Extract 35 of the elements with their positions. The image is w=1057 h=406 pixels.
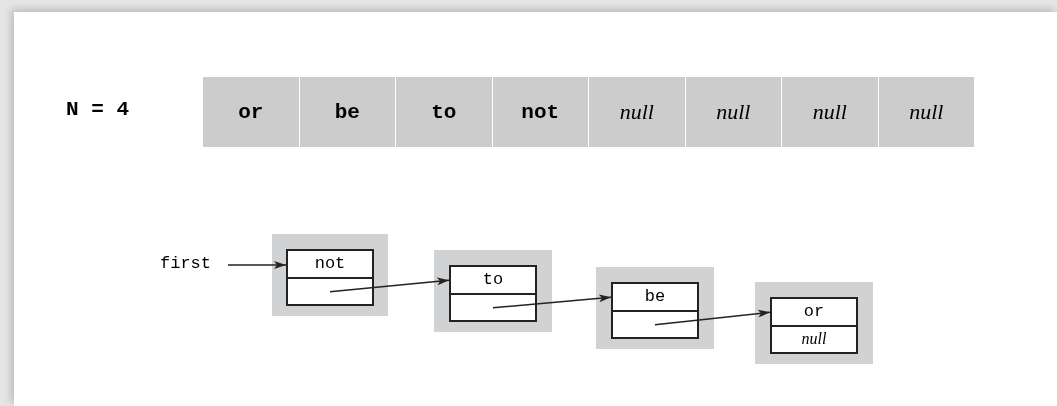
array-item: be bbox=[334, 100, 360, 124]
array-cell bbox=[299, 77, 395, 147]
arrow bbox=[492, 294, 612, 309]
arrow bbox=[654, 309, 771, 326]
arrow bbox=[329, 277, 450, 293]
array-cell bbox=[685, 77, 781, 147]
list-node bbox=[770, 297, 858, 354]
item-value: or bbox=[803, 302, 825, 322]
node-background bbox=[272, 234, 388, 316]
arrow bbox=[227, 261, 287, 269]
array-item: or bbox=[238, 100, 264, 124]
array-cell bbox=[782, 77, 878, 147]
node-background bbox=[596, 267, 714, 349]
node-background bbox=[434, 250, 552, 332]
list-node bbox=[611, 282, 699, 339]
array-cell bbox=[589, 77, 685, 147]
list-node bbox=[449, 265, 537, 322]
null-value: null bbox=[801, 330, 827, 349]
item-value: to bbox=[482, 270, 504, 290]
array-cell bbox=[878, 77, 974, 147]
array-item: to bbox=[431, 100, 457, 124]
null-value: null bbox=[619, 99, 654, 125]
array-item: not bbox=[521, 100, 560, 124]
item-value: be bbox=[644, 287, 666, 307]
array-cell bbox=[492, 77, 588, 147]
item-value: not bbox=[314, 254, 346, 274]
pointer-label: first bbox=[160, 252, 222, 276]
array-cell bbox=[396, 77, 492, 147]
array-size-label: N = 4 bbox=[66, 98, 129, 121]
null-value: null bbox=[909, 99, 944, 125]
node-background bbox=[755, 282, 873, 364]
array-cell bbox=[203, 77, 299, 147]
list-node bbox=[286, 249, 374, 306]
null-value: null bbox=[812, 99, 847, 125]
null-value: null bbox=[716, 99, 751, 125]
